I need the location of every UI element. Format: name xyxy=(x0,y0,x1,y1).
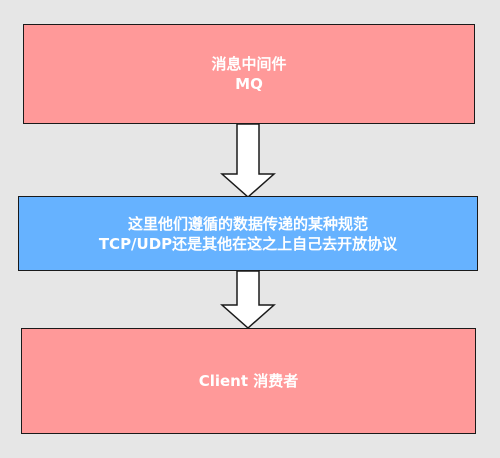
message-middleware-node: 消息中间件 MQ xyxy=(23,24,475,124)
node-subtitle: MQ xyxy=(235,75,263,93)
node-line-1: 这里他们遵循的数据传递的某种规范 xyxy=(127,214,368,233)
node-title: 消息中间件 xyxy=(211,55,287,73)
down-arrow-icon xyxy=(220,270,276,330)
node-line-2: TCP/UDP还是其他在这之上自己去开放协议 xyxy=(98,234,398,253)
client-consumer-node: Client 消费者 xyxy=(21,328,476,434)
protocol-spec-node: 这里他们遵循的数据传递的某种规范 TCP/UDP还是其他在这之上自己去开放协议 xyxy=(18,196,478,271)
node-title: Client 消费者 xyxy=(198,372,299,390)
down-arrow-icon xyxy=(220,123,276,199)
